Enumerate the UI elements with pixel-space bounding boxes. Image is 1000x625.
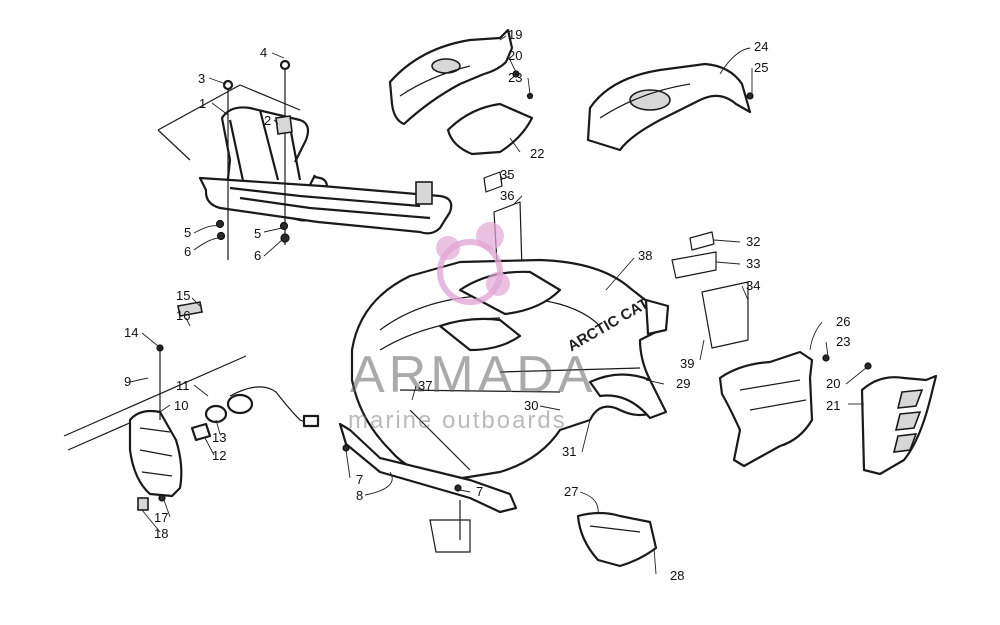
watermark-subtitle: marine outboards [348, 407, 567, 434]
callout-13: 13 [212, 430, 226, 445]
callout-37: 37 [418, 378, 432, 393]
callout-36: 36 [500, 188, 514, 203]
front-bumper-bar [338, 422, 518, 553]
side-panels [718, 350, 938, 476]
callout-33: 33 [746, 256, 760, 271]
callout-17: 17 [154, 510, 168, 525]
callout-20-a: 20 [508, 48, 522, 63]
callout-3: 3 [198, 71, 205, 86]
watermark-logo-icon [437, 239, 503, 305]
callout-19: 19 [508, 27, 522, 42]
callout-30: 30 [524, 398, 538, 413]
callout-7-a: 7 [356, 472, 363, 487]
front-storage-panel [388, 28, 534, 156]
callout-32: 32 [746, 234, 760, 249]
callout-24: 24 [754, 39, 768, 54]
callout-22: 22 [530, 146, 544, 161]
callout-18: 18 [154, 526, 168, 541]
callout-7-b: 7 [476, 484, 483, 499]
callout-29: 29 [676, 376, 690, 391]
decal-set [483, 171, 749, 349]
callout-21: 21 [826, 398, 840, 413]
callout-1: 1 [199, 96, 206, 111]
rear-rack-assembly [157, 59, 453, 260]
callout-6-a: 6 [184, 244, 191, 259]
callout-25: 25 [754, 60, 768, 75]
callout-15: 15 [176, 288, 190, 303]
callout-2: 2 [264, 113, 271, 128]
callout-23-b: 23 [836, 334, 850, 349]
front-body-panel: ARCTIC CAT [350, 258, 670, 482]
leader-lines [129, 35, 867, 575]
callout-34: 34 [746, 278, 760, 293]
callout-10: 10 [174, 398, 188, 413]
callout-5-b: 5 [254, 226, 261, 241]
callout-6-b: 6 [254, 248, 261, 263]
callout-23-a: 23 [508, 70, 522, 85]
callout-9: 9 [124, 374, 131, 389]
watermark: ARMADA marine outboards [348, 222, 596, 434]
headlight-assembly [63, 301, 320, 511]
callout-28: 28 [670, 568, 684, 583]
callout-26: 26 [836, 314, 850, 329]
callout-27: 27 [564, 484, 578, 499]
callout-numbers: 1 2 3 4 5 6 5 6 7 8 7 9 10 11 12 13 14 1… [124, 27, 850, 583]
watermark-title: ARMADA [350, 346, 596, 404]
callout-5-a: 5 [184, 225, 191, 240]
callout-8: 8 [356, 488, 363, 503]
callout-38: 38 [638, 248, 652, 263]
callout-39: 39 [680, 356, 694, 371]
callout-11: 11 [176, 378, 190, 393]
splash-guard [576, 511, 658, 568]
callout-4: 4 [260, 45, 267, 60]
callout-31: 31 [562, 444, 576, 459]
callout-20-b: 20 [826, 376, 840, 391]
rear-fender-cover [586, 62, 754, 152]
callout-12: 12 [212, 448, 226, 463]
callout-14: 14 [124, 325, 138, 340]
callout-35: 35 [500, 167, 514, 182]
callout-16: 16 [176, 308, 190, 323]
